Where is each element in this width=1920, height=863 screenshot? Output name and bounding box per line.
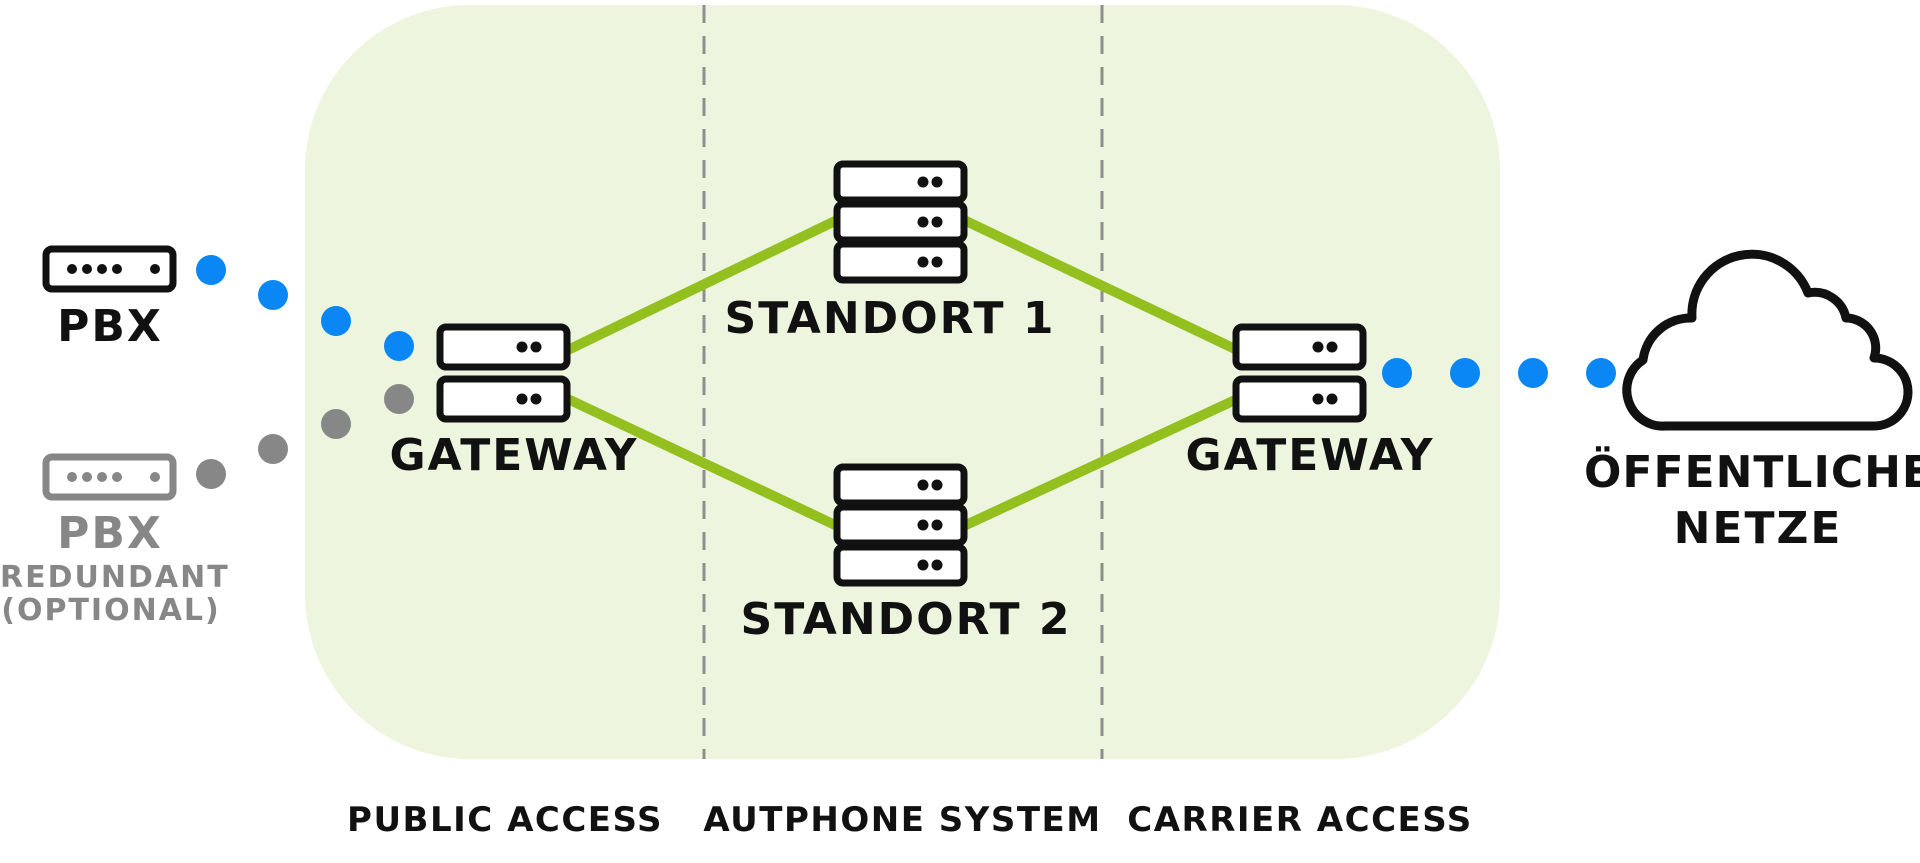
pbx-label: PBX — [57, 301, 163, 352]
public-network-label-line1: ÖFFENTLICHE — [1584, 447, 1920, 498]
links — [565, 216, 1240, 530]
section-public-access: PUBLIC ACCESS — [347, 800, 663, 840]
link-gateway-left-standort-2 — [565, 395, 840, 530]
public-network-label-line2: NETZE — [1673, 503, 1843, 554]
link-standort-2-gateway-right — [961, 395, 1240, 530]
gateway-left-label: GATEWAY — [389, 430, 639, 481]
section-carrier-access: CARRIER ACCESS — [1127, 800, 1473, 840]
system-zone — [305, 5, 1500, 759]
blue-dots-public — [1382, 358, 1616, 388]
gateway-right-server-icon — [1232, 323, 1367, 423]
link-gateway-left-standort-1 — [565, 216, 840, 354]
cloud-icon — [1622, 249, 1913, 431]
pbx-redundant-label: PBX — [57, 508, 163, 559]
section-autphone-system: AUTPHONE SYSTEM — [703, 800, 1102, 840]
standort-1-server-icon — [833, 160, 968, 284]
standort-1-label: STANDORT 1 — [724, 293, 1056, 344]
link-standort-1-gateway-right — [961, 216, 1240, 354]
blue-dots-pbx — [196, 255, 414, 361]
gateway-left-server-icon — [436, 323, 571, 423]
pbx-device-icon — [42, 245, 177, 293]
gateway-right-label: GATEWAY — [1185, 430, 1435, 481]
standort-2-label: STANDORT 2 — [740, 594, 1072, 645]
pbx-optional-sublabel: (OPTIONAL) — [1, 593, 221, 628]
gray-dots-pbx-redundant — [196, 384, 414, 489]
standort-2-server-icon — [833, 463, 968, 587]
pbx-redundant-sublabel: REDUNDANT — [0, 560, 230, 595]
pbx-redundant-device-icon — [42, 453, 177, 501]
